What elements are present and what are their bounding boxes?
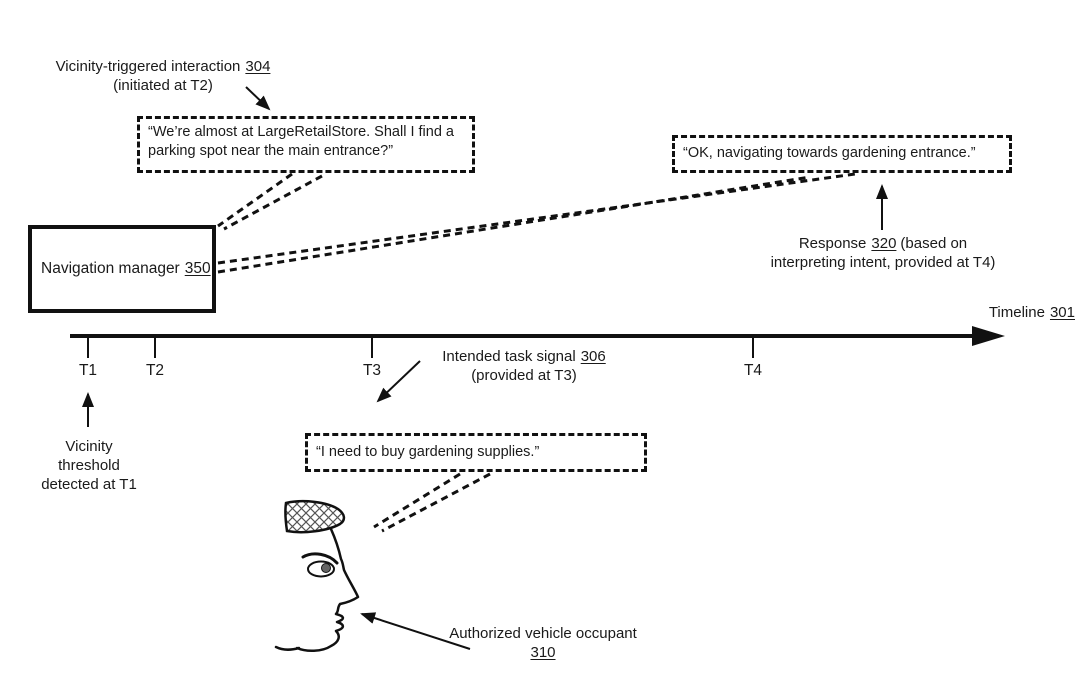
arrow-occupant-to-face bbox=[360, 612, 471, 650]
pupil bbox=[321, 563, 331, 573]
tick-label-t2: T2 bbox=[145, 362, 165, 379]
hat-icon bbox=[284, 500, 346, 534]
ref-320: 320 bbox=[871, 235, 897, 252]
tick-label-t4: T4 bbox=[743, 362, 763, 379]
arrow-304-to-bubble bbox=[245, 86, 271, 111]
tick-label-t1: T1 bbox=[78, 362, 98, 379]
ref-304: 304 bbox=[245, 58, 271, 75]
parking-bubble-tail-right bbox=[223, 174, 323, 231]
speech-bubble-ok-navigating: “OK, navigating towards gardening entran… bbox=[672, 135, 1012, 173]
annotation-arrows bbox=[82, 86, 888, 650]
label-authorized-occupant: Authorized vehicle occupant 310 bbox=[443, 624, 643, 662]
ref-301: 301 bbox=[1049, 304, 1075, 321]
gardening-bubble-tail-left bbox=[373, 472, 461, 529]
eyebrow bbox=[301, 552, 339, 565]
speech-bubble-parking: “We’re almost at LargeRetailStore. Shall… bbox=[137, 116, 475, 173]
face-profile bbox=[295, 527, 360, 652]
parking-bubble-tail-left bbox=[217, 172, 293, 228]
timeline-axis bbox=[70, 326, 1005, 358]
occupant-face-sketch bbox=[274, 500, 360, 652]
arrow-306-to-timeline bbox=[376, 360, 421, 403]
tick-label-t3: T3 bbox=[362, 362, 382, 379]
ref-310: 310 bbox=[530, 644, 556, 662]
gardening-bubble-tail-right bbox=[381, 472, 491, 533]
dashed-connectors bbox=[217, 172, 856, 533]
ref-306: 306 bbox=[580, 348, 606, 365]
speech-bubble-gardening: “I need to buy gardening supplies.” bbox=[305, 433, 647, 472]
ref-350: 350 bbox=[184, 260, 211, 277]
navbox-to-response-line-lower bbox=[217, 175, 811, 274]
neck-line bbox=[274, 645, 301, 651]
label-vicinity-threshold: Vicinity threshold detected at T1 bbox=[41, 438, 137, 494]
timeline-arrowhead bbox=[972, 326, 1005, 346]
